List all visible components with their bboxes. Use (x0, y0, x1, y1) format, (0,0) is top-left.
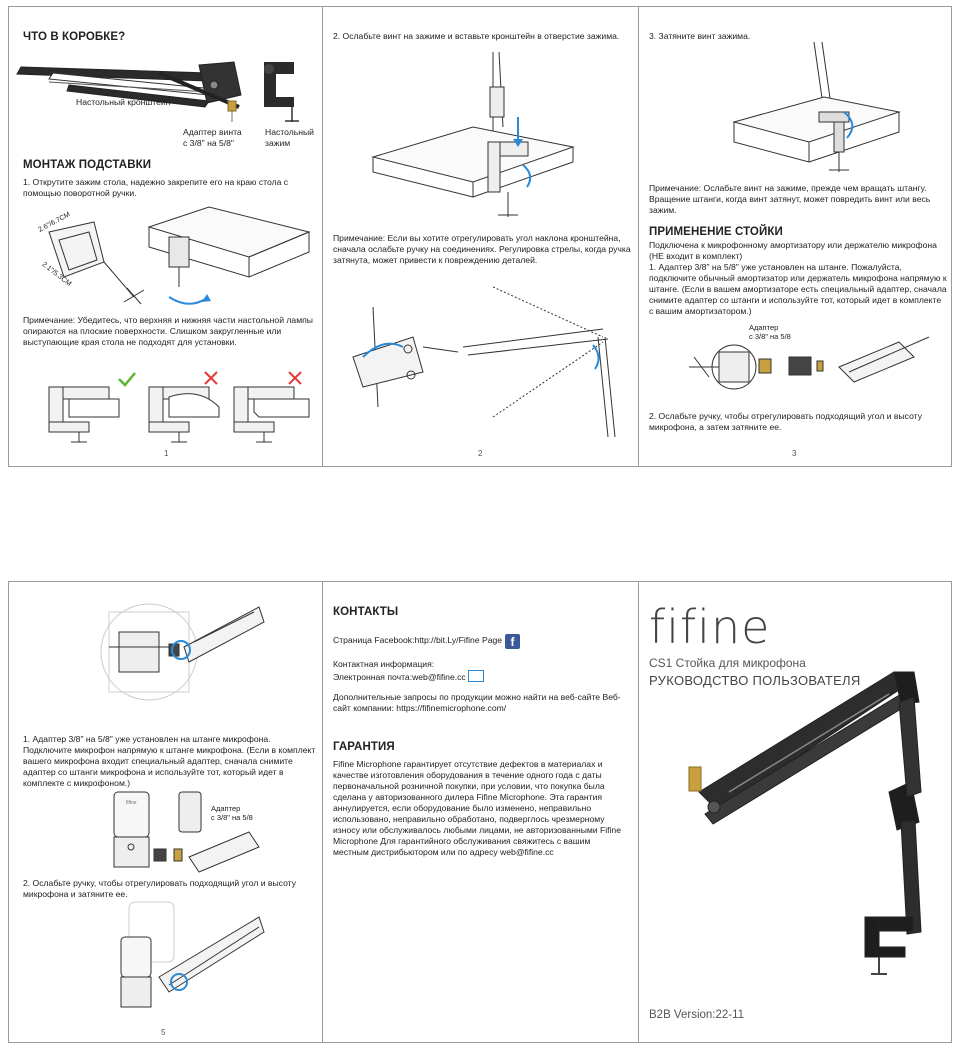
mic-adjust-illustration (120, 901, 265, 1008)
brand-logo: fifine (649, 600, 771, 654)
page-2: 2. Ослабьте винт на зажиме и вставьте кр… (322, 6, 639, 467)
mail-icon[interactable] (467, 670, 484, 682)
usage-step-1: 1. Адаптер 3/8" на 5/8" уже установлен н… (649, 262, 947, 316)
label-screw-adapter: Адаптер винта с 3/8" на 5/8" (183, 127, 242, 148)
clamp-examples-illustration (48, 371, 310, 443)
page-5: 1. Адаптер 3/8" на 5/8" уже установлен н… (8, 581, 323, 1043)
rotate-note: Примечание: Ослабьте винт на зажиме, пре… (649, 183, 931, 215)
mic-brand-label: fifine (126, 800, 137, 806)
cross-icon (204, 371, 218, 385)
section-title-box-contents: ЧТО В КОРОБКЕ? (23, 31, 126, 43)
page-number: 2 (478, 449, 483, 458)
email-line: Электронная почта:web@fifine.cc (333, 670, 484, 683)
arm-insert-illustration (371, 51, 575, 217)
boom-arm-cover-image (688, 671, 922, 975)
label-adapter: Адаптер с 3/8" на 5/8 (211, 804, 253, 822)
page-1: ЧТО В КОРОБКЕ? Настольный кронштейн Адап… (8, 6, 323, 467)
facebook-icon[interactable]: f (505, 634, 521, 649)
desk-clamp-image (264, 62, 299, 122)
warranty-text: Fifine Microphone гарантирует отсутствие… (333, 759, 621, 857)
rotate-arrow-icon (362, 342, 404, 358)
mount-step-2: 2. Ослабьте винт на зажиме и вставьте кр… (333, 31, 620, 41)
page-number: 3 (792, 449, 797, 458)
page-number: 5 (161, 1028, 166, 1037)
section-title-warranty: ГАРАНТИЯ (333, 741, 395, 753)
mic-step-2: 2. Ослабьте ручку, чтобы отрегулировать … (23, 878, 296, 899)
microphone-illustration (113, 791, 260, 873)
section-title-contacts: КОНТАКТЫ (333, 606, 399, 618)
rotate-arrow-icon (592, 344, 600, 370)
mic-step-1: 1. Адаптер 3/8" на 5/8" уже установлен н… (23, 734, 316, 788)
label-desk-arm: Настольный кронштейн (76, 97, 171, 107)
page-6: КОНТАКТЫ Страница Facebook:http://bit.Ly… (322, 581, 639, 1043)
version-label: B2B Version:22-11 (649, 1009, 745, 1021)
cross-icon (288, 371, 302, 385)
email-link[interactable]: Электронная почта:web@fifine.cc (333, 672, 466, 682)
tighten-screw-illustration (732, 41, 901, 172)
rotate-arrow-icon (522, 164, 532, 188)
rotate-arrow-icon (168, 296, 208, 305)
page-3: 3. Затяните винт зажима. Примечание: Осл… (638, 6, 952, 467)
facebook-line: Страница Facebook:http://bit.Ly/Fifine P… (333, 634, 521, 649)
angle-note: Примечание: Если вы хотите отрегулироват… (333, 233, 631, 265)
mount-step-1: 1. Открутите зажим стола, надежно закреп… (23, 177, 289, 198)
rotate-arrow-icon (843, 111, 854, 139)
label-adapter: Адаптер с 3/8" на 5/8 (749, 323, 791, 341)
usage-intro: Подключена к микрофонному амортизатору и… (649, 240, 937, 261)
usage-step-2: 2. Ослабьте ручку, чтобы отрегулировать … (649, 411, 922, 432)
manual-title: РУКОВОДСТВО ПОЛЬЗОВАТЕЛЯ (649, 673, 861, 688)
product-name: CS1 Стойка для микрофона (649, 656, 806, 670)
shockmount-illustration (689, 336, 930, 390)
more-info: Дополнительные запросы по продукции можн… (333, 692, 621, 713)
section-title-mounting: МОНТАЖ ПОДСТАВКИ (23, 159, 152, 171)
label-desk-clamp: Настольный зажим (265, 127, 314, 148)
mount-note: Примечание: Убедитесь, что верхняя и ниж… (23, 315, 313, 347)
boom-arm-illustration (16, 61, 299, 122)
section-title-stand-usage: ПРИМЕНЕНИЕ СТОЙКИ (649, 226, 783, 238)
contact-info-label: Контактная информация: (333, 659, 435, 669)
check-icon (118, 372, 136, 387)
clamp-install-illustration (48, 206, 311, 305)
screw-adapter-image (227, 100, 237, 112)
facebook-link[interactable]: Страница Facebook:http://bit.Ly/Fifine P… (333, 635, 503, 645)
arm-adjust-illustration (352, 286, 616, 438)
mount-step-3: 3. Затяните винт зажима. (649, 31, 751, 41)
shockmount-on-arm-illustration (100, 603, 265, 701)
page-number: 1 (164, 449, 169, 458)
page-7-cover: fifine CS1 Стойка для микрофона РУКОВОДС… (638, 581, 952, 1043)
